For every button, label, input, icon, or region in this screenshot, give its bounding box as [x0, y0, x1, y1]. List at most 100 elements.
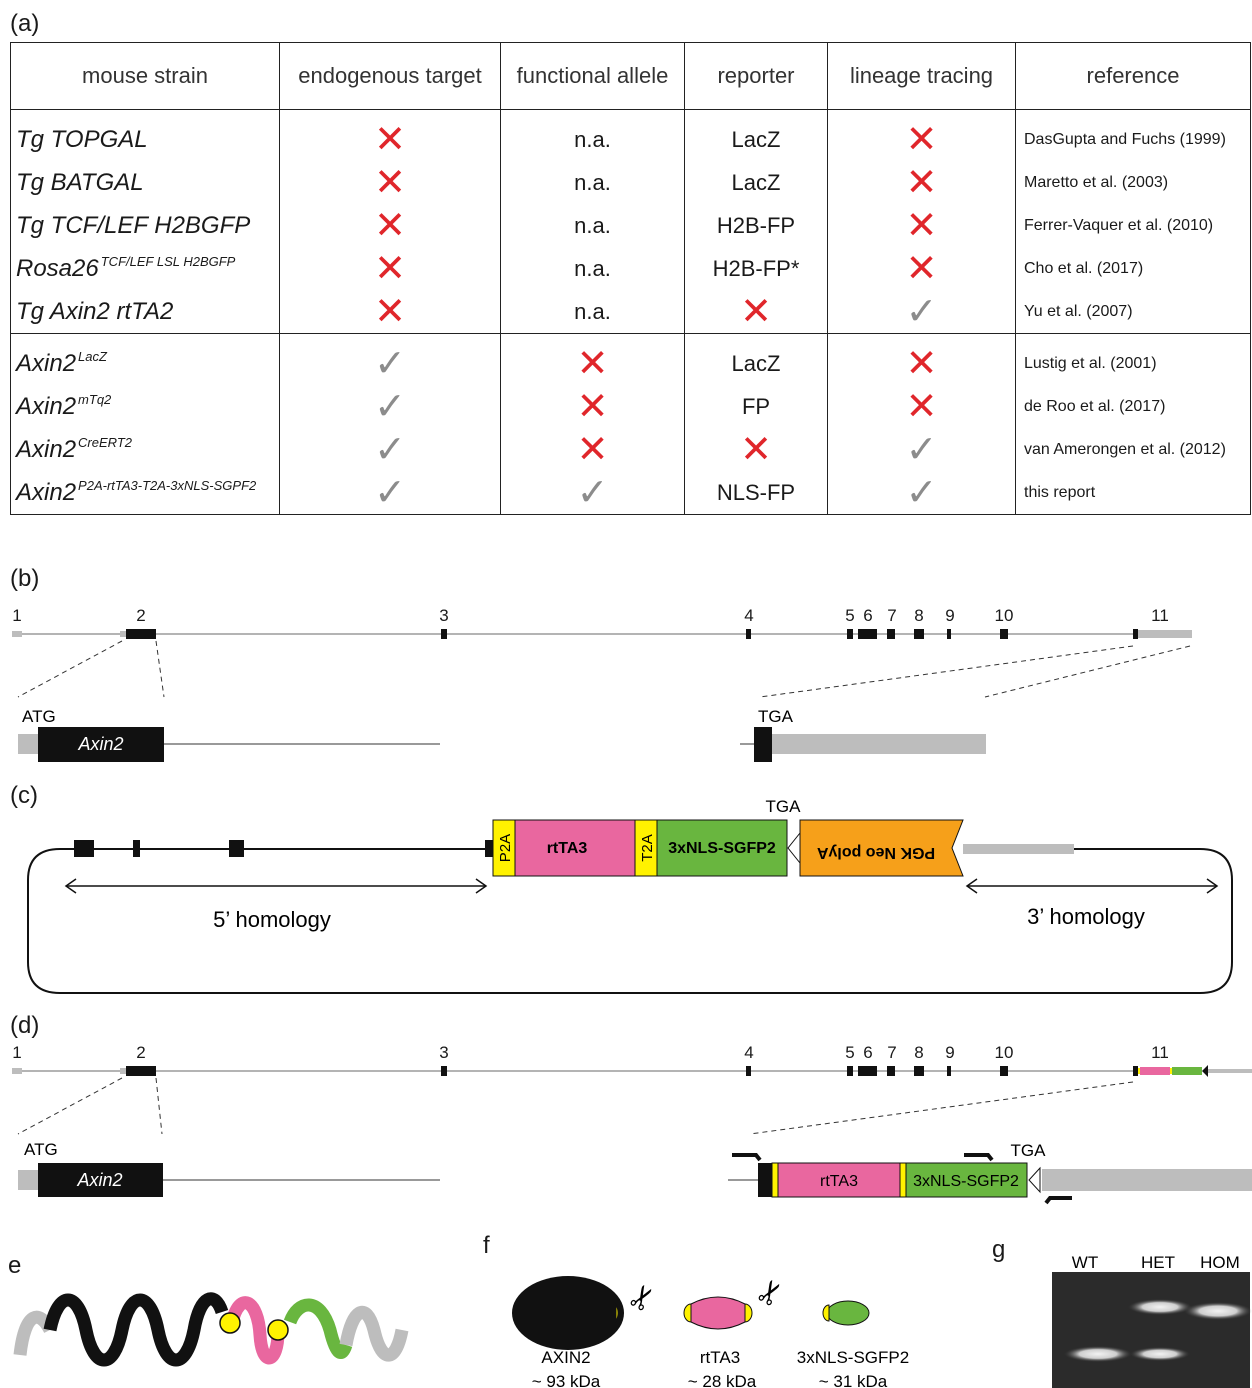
cross-icon: ✕	[374, 118, 406, 161]
reporter-value: H2B-FP	[716, 212, 796, 238]
panel-b-zoom	[17, 640, 1191, 762]
rtta3-label: rtTA3	[820, 1173, 858, 1190]
allele-superscript: LacZ	[78, 349, 107, 364]
strain-cell: Tg TCF/LEF H2BGFP	[10, 204, 280, 247]
panel-e-polypeptide	[13, 1292, 409, 1367]
atg-label: ATG	[24, 1140, 58, 1159]
cross-icon: ✕	[740, 428, 772, 471]
endogenous-cell: ✕	[279, 247, 501, 290]
table-row: Tg Axin2 rtTA2✕n.a.✕✓Yu et al. (2007)	[10, 290, 1251, 334]
cross-icon: ✕	[740, 290, 772, 333]
exon-number: 2	[136, 1043, 145, 1062]
endogenous-cell: ✓	[279, 385, 501, 428]
protein-size: ~ 93 kDa	[532, 1372, 601, 1388]
homology-5-label: 5’ homology	[213, 907, 331, 932]
cross-icon: ✕	[374, 161, 406, 204]
cross-icon: ✕	[374, 204, 406, 247]
homology-3-label: 3’ homology	[1027, 904, 1145, 929]
panel-label-d: (d)	[10, 1012, 40, 1039]
lineage-cell: ✓	[827, 471, 1016, 515]
functional-value: n.a.	[574, 298, 611, 324]
allele-superscript: CreERT2	[78, 435, 132, 450]
endogenous-cell: ✓	[279, 471, 501, 515]
exon-number: 11	[1151, 606, 1169, 625]
strain-name: Tg Axin2 rtTA2	[16, 297, 174, 325]
protein-size: ~ 28 kDa	[688, 1372, 757, 1388]
reference-cell: Yu et al. (2007)	[1015, 290, 1251, 334]
reporter-cell: LacZ	[684, 109, 828, 161]
axin2-exon-label: Axin2	[77, 734, 123, 754]
checkmark-icon: ✓	[905, 428, 938, 471]
exon-number: 2	[136, 606, 145, 625]
cross-icon: ✕	[905, 118, 938, 161]
lineage-cell: ✕	[827, 333, 1016, 385]
strain-cell: Tg Axin2 rtTA2	[10, 290, 280, 334]
allele-superscript: mTq2	[78, 392, 112, 407]
exon-number: 11	[1151, 1043, 1169, 1062]
functional-value: n.a.	[574, 212, 611, 238]
endogenous-cell: ✕	[279, 161, 501, 204]
exon-number: 10	[995, 1043, 1014, 1062]
mouse-strain-table: mouse strain endogenous target functiona…	[10, 42, 1251, 515]
t2a-label: T2A	[639, 834, 656, 862]
rtta3-label: rtTA3	[547, 840, 588, 857]
endogenous-cell: ✕	[279, 290, 501, 334]
protein-name: rtTA3	[700, 1348, 740, 1367]
reference-cell: Ferrer-Vaquer et al. (2010)	[1015, 204, 1251, 247]
panel-label-c: (c)	[10, 782, 38, 809]
lineage-cell: ✕	[827, 204, 1016, 247]
protein-name: AXIN2	[541, 1348, 590, 1367]
reference-cell: DasGupta and Fuchs (1999)	[1015, 109, 1251, 161]
functional-cell: n.a.	[500, 247, 685, 290]
gel-lane-label: HET	[1141, 1253, 1175, 1272]
allele-superscript: P2A-rtTA3-T2A-3xNLS-SGPF2	[78, 478, 257, 493]
exon-number: 3	[439, 606, 448, 625]
strain-name: Tg TOPGAL	[16, 125, 148, 153]
cross-icon: ✕	[905, 247, 938, 290]
checkmark-icon: ✓	[374, 385, 406, 428]
checkmark-icon: ✓	[374, 471, 406, 514]
atg-label: ATG	[22, 707, 56, 726]
reference-cell: Maretto et al. (2003)	[1015, 161, 1251, 204]
reporter-cell: ✕	[684, 428, 828, 471]
header-reporter: reporter	[684, 42, 828, 110]
tga-label: TGA	[1011, 1141, 1047, 1160]
strain-name: Tg TCF/LEF H2BGFP	[16, 211, 251, 239]
reporter-value: LacZ	[731, 350, 781, 376]
reference-cell: de Roo et al. (2017)	[1015, 385, 1251, 428]
allele-superscript: TCF/LEF LSL H2BGFP	[100, 254, 236, 269]
functional-value: n.a.	[574, 255, 611, 281]
panel-g-gel	[1052, 1272, 1252, 1388]
p2a-label: P2A	[497, 834, 514, 862]
exon-number: 7	[887, 606, 896, 625]
exon-number: 1	[12, 606, 21, 625]
cross-icon: ✕	[576, 342, 609, 385]
strain-cell: Tg BATGAL	[10, 161, 280, 204]
header-reference: reference	[1015, 42, 1251, 110]
axin2-exon-label: Axin2	[76, 1170, 122, 1190]
reporter-cell: NLS-FP	[684, 471, 828, 515]
endogenous-cell: ✓	[279, 333, 501, 385]
functional-value: n.a.	[574, 169, 611, 195]
strain-name: Axin2	[16, 393, 77, 420]
reporter-cell: ✕	[684, 290, 828, 334]
strain-name: Axin2	[16, 350, 77, 377]
table-body: Tg TOPGAL✕n.a.LacZ✕DasGupta and Fuchs (1…	[10, 109, 1251, 515]
tga-label: TGA	[758, 707, 794, 726]
tga-label: TGA	[766, 797, 802, 816]
scissors-icon: ✂	[748, 1272, 793, 1313]
functional-cell: ✕	[500, 333, 685, 385]
reference-cell: Lustig et al. (2001)	[1015, 333, 1251, 385]
cross-icon: ✕	[905, 342, 938, 385]
lineage-cell: ✕	[827, 161, 1016, 204]
cross-icon: ✕	[576, 385, 609, 428]
functional-value: n.a.	[574, 126, 611, 152]
panel-d-zoom	[17, 1077, 1252, 1205]
reporter-cell: H2B-FP	[684, 204, 828, 247]
cross-icon: ✕	[576, 428, 609, 471]
gel-lane-label: WT	[1072, 1253, 1098, 1272]
